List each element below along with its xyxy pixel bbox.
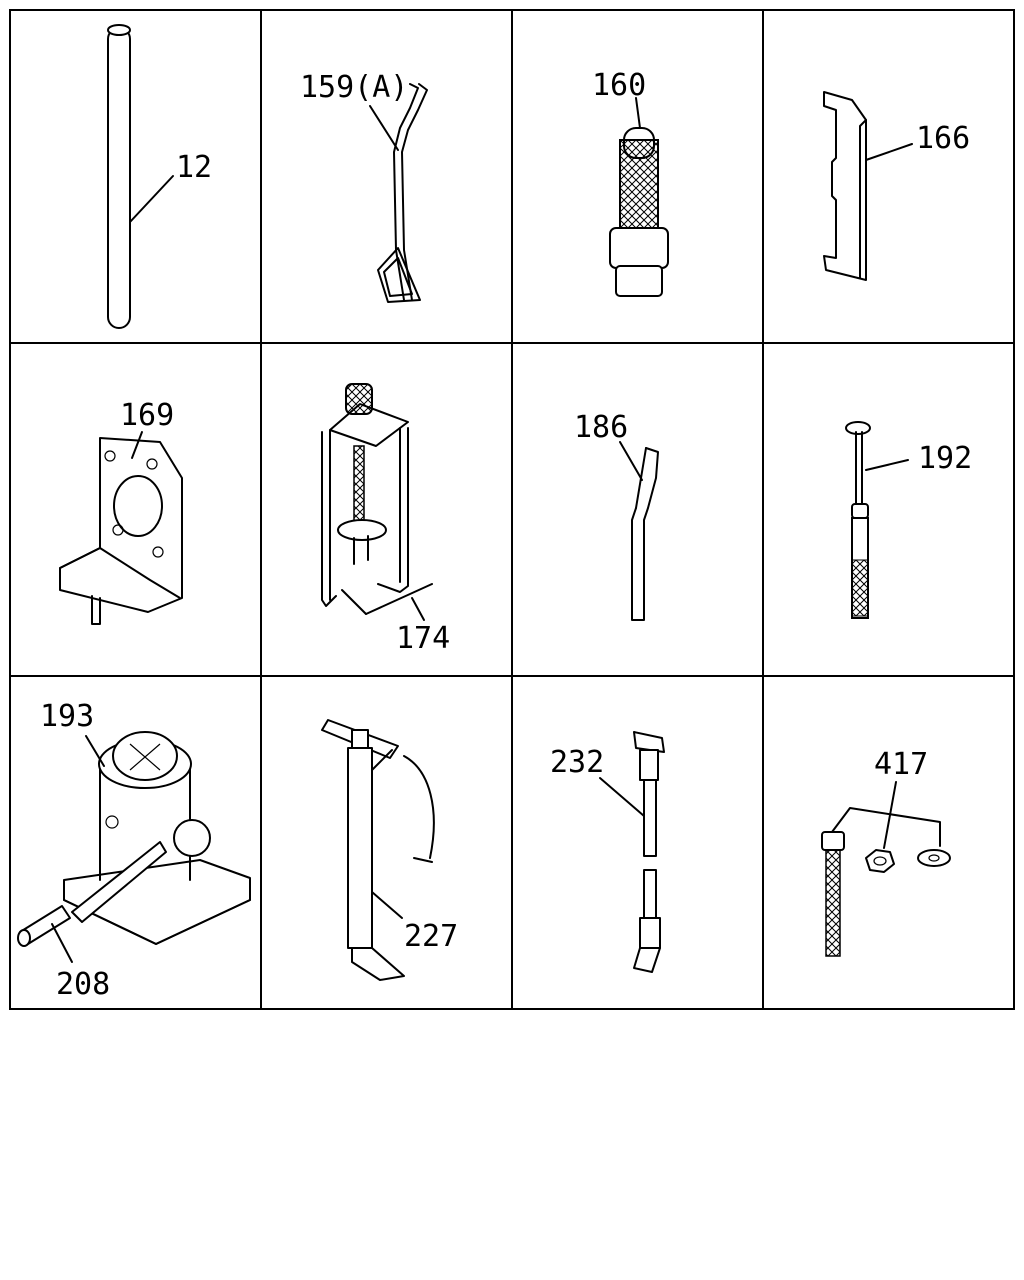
part-label-12: 12 <box>176 150 212 185</box>
part-label-169: 169 <box>120 398 174 433</box>
part-166-bracket <box>823 91 913 281</box>
part-169-plate <box>59 431 183 625</box>
part-label-417: 417 <box>874 747 928 782</box>
part-label-227: 227 <box>404 919 458 954</box>
part-192-probe <box>845 421 909 619</box>
part-417-bolt-set <box>821 781 951 957</box>
part-159a-wrench <box>369 83 428 303</box>
parts-grid <box>9 9 1015 1010</box>
part-label-166: 166 <box>916 121 970 156</box>
part-label-208: 208 <box>56 967 110 1002</box>
part-label-160: 160 <box>592 68 646 103</box>
part-label-232: 232 <box>550 745 604 780</box>
part-174-puller <box>321 383 433 621</box>
part-label-193: 193 <box>40 699 94 734</box>
part-227-pump <box>321 719 435 981</box>
part-label-159a: 159(A) <box>300 70 408 105</box>
part-label-174: 174 <box>396 621 450 656</box>
part-186-chisel <box>619 441 659 621</box>
part-label-186: 186 <box>574 410 628 445</box>
part-208-handle <box>17 905 73 963</box>
part-193-jack <box>63 731 251 945</box>
part-label-192: 192 <box>918 441 972 476</box>
part-232-extension <box>599 731 665 973</box>
part-12-rod <box>107 24 174 329</box>
part-160-adapter <box>609 97 669 297</box>
